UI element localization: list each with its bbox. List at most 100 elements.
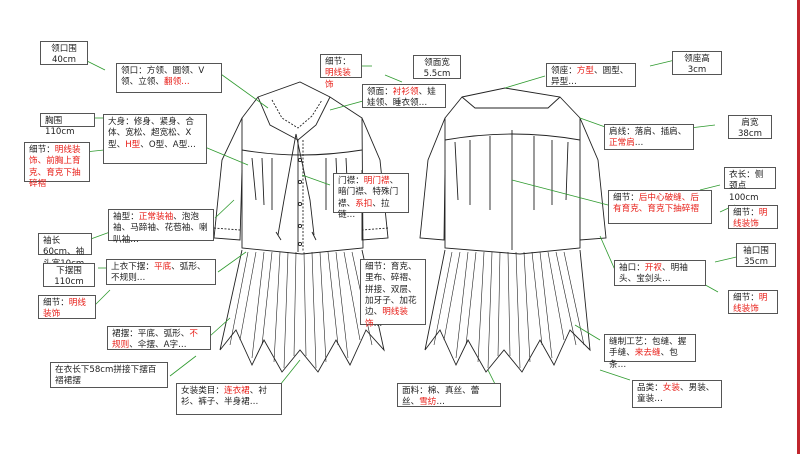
collar-width-text: 领面宽 5.5cm — [423, 58, 451, 80]
label-detail-hem: 细节：明线装饰 — [38, 295, 96, 319]
label-segment: 女装 — [662, 383, 680, 393]
page-edge-bar — [797, 0, 800, 454]
shoulder-w-text: 肩宽 38cm — [737, 118, 763, 140]
label-category: 女装类目：连衣裙、衬衫、裤子、半身裙… — [176, 383, 282, 415]
label-segment: 、拉链… — [338, 198, 390, 221]
label-segment: 肩线：落肩、插肩、 — [609, 127, 687, 137]
label-fabric: 面料：棉、真丝、蕾丝、雪纺… — [397, 383, 501, 407]
label-segment: 细节： — [733, 208, 759, 218]
label-detail-back: 细节：后中心破缝、后有育克、育克下抽碎褶 — [608, 190, 712, 224]
label-segment: 明线装饰 — [733, 208, 768, 230]
label-placket: 门襟：明门襟、暗门襟、特殊门襟、系扣、拉链… — [333, 173, 409, 220]
label-segment: 女装类目： — [181, 386, 224, 396]
label-segment: 细节： — [29, 145, 55, 155]
label-cuff: 袖口：开衩、明袖头、宝剑头… — [614, 260, 706, 286]
label-top-hem: 上衣下摆：平底、弧形、不规则… — [106, 259, 216, 285]
label-segment: … — [634, 138, 644, 149]
label-sewing: 缝制工艺：包缝、握手缝、来去缝、包条… — [604, 334, 696, 370]
label-segment: 连衣裙 — [223, 386, 250, 396]
label-shoulder-line: 肩线：落肩、插肩、正常肩… — [604, 124, 694, 150]
label-style: 品类：女装、男装、童装… — [632, 380, 722, 408]
label-segment: 明门襟 — [363, 176, 390, 186]
label-segment: 不规则 — [112, 329, 198, 351]
label-segment: H型 — [125, 139, 141, 150]
label-segment: 上衣下摆： — [111, 262, 154, 272]
label-collar-types: 领口：方领、圆领、V领、立领、翻领… — [116, 63, 222, 93]
label-segment: 细节： — [325, 57, 351, 67]
label-skirt-note: 在衣长下58cm拼接下摆百褶裙摆 — [50, 362, 168, 388]
label-collar-stand-height: 领座高 3cm — [672, 51, 722, 75]
label-segment: 门襟： — [338, 176, 364, 186]
label-segment: 品类： — [637, 383, 663, 393]
label-segment: 来去缝 — [634, 348, 661, 359]
label-segment: 、泡泡袖、马蹄袖、花苞袖、喇叭袖… — [113, 212, 208, 245]
label-segment: 、弧形、不规则… — [111, 262, 206, 284]
label-segment: 、明袖头、宝剑头… — [619, 263, 688, 285]
label-detail-collar: 细节：明线装饰 — [320, 54, 362, 90]
label-segment: 、O型、A型… — [140, 139, 196, 150]
label-segment: 方型 — [576, 66, 594, 76]
label-segment: 、暗门襟、特殊门襟、 — [338, 176, 399, 209]
label-segment: 明线装饰 — [733, 293, 768, 315]
label-segment: 后中心破缝、后有育克、育克下抽碎褶 — [613, 193, 699, 215]
label-collar-circumference: 领口围 40cm — [40, 41, 88, 65]
label-length: 衣长：侧颈点100cm — [724, 167, 776, 203]
label-sleeve-length: 袖长60cm、袖头宽10cm — [38, 233, 92, 269]
label-segment: 缝制工艺：包缝、握手缝、 — [609, 337, 687, 359]
label-segment: 翻领… — [163, 77, 190, 88]
label-shoulder-width: 肩宽 38cm — [728, 115, 772, 139]
label-segment: 平底 — [153, 262, 172, 272]
label-segment: 袖型： — [113, 212, 139, 222]
label-segment: 领口：方领、圆领、V领、立领、 — [121, 66, 205, 88]
label-sleeve: 袖型：正常装袖、泡泡袖、马蹄袖、花苞袖、喇叭袖… — [108, 209, 214, 245]
label-segment: 明线装饰 — [365, 307, 408, 329]
chest-text: 胸围110cm — [45, 116, 75, 138]
label-cuff-circumference: 袖口围 35cm — [736, 243, 776, 267]
label-segment: 裙摆：平底、弧形、 — [112, 329, 190, 339]
label-hem-circumference: 下摆围 110cm — [43, 263, 95, 287]
label-segment: 正常装袖 — [138, 212, 174, 222]
label-segment: 细节： — [43, 298, 69, 308]
collar-stand-h-text: 领座高 3cm — [684, 54, 710, 76]
label-segment: 、伞摆、A字… — [129, 340, 187, 351]
label-segment: 袖口： — [619, 263, 645, 273]
label-detail-back2: 细节：明线装饰 — [728, 205, 778, 229]
label-segment: … — [373, 318, 383, 329]
cuff-circ-text: 袖口围 35cm — [743, 246, 769, 268]
collar-circ-text: 领口围 40cm — [51, 44, 77, 66]
label-segment: 细节： — [613, 193, 639, 203]
hem-circ-text: 下摆围 110cm — [54, 266, 84, 288]
label-segment: 面料：棉、真丝、蕾丝、 — [402, 386, 480, 408]
label-collar-stand: 领座：方型、圆型、异型… — [546, 63, 636, 87]
label-segment: 细节： — [733, 293, 759, 303]
length-text: 衣长：侧颈点100cm — [729, 170, 764, 203]
label-segment: 衬衫领 — [392, 87, 419, 97]
label-segment: 开衩 — [644, 263, 662, 273]
label-segment: 明线装饰 — [43, 298, 86, 320]
label-segment: 系扣 — [355, 198, 373, 209]
label-segment: 、圆型、异型… — [551, 66, 629, 88]
label-detail-cuff: 细节：明线装饰 — [728, 290, 778, 314]
label-segment: 、包条… — [609, 348, 678, 370]
skirt-note-text: 在衣长下58cm拼接下摆百褶裙摆 — [55, 365, 157, 387]
label-segment: 正常肩 — [609, 138, 635, 149]
label-segment: 细节：育克、里布、碎褶、拼接、双层、加牙子、加花边、 — [365, 262, 417, 318]
label-segment: 、娃娃领、睡衣领… — [367, 87, 436, 109]
label-segment: … — [436, 397, 445, 408]
label-body: 大身：修身、紧身、合体、宽松、超宽松、X型、H型、O型、A型… — [103, 114, 207, 164]
label-detail-left: 细节：明线装饰、前胸上育克、育克下抽碎褶 — [24, 142, 90, 189]
label-collar-face: 领面：衬衫领、娃娃领、睡衣领… — [362, 84, 446, 108]
label-segment: 领面： — [367, 87, 393, 97]
label-segment: 大身：修身、紧身、合体、宽松、超宽松、X型、 — [108, 117, 194, 150]
label-segment: 领座： — [551, 66, 577, 76]
label-detail-mid: 细节：育克、里布、碎褶、拼接、双层、加牙子、加花边、明线装饰… — [360, 259, 426, 329]
label-segment: 雪纺 — [419, 397, 437, 408]
label-segment: 明线装饰、前胸上育克、育克下抽碎褶 — [29, 145, 81, 190]
label-segment: 、男装、童装… — [637, 383, 715, 405]
label-segment: 明线装饰 — [325, 68, 351, 90]
label-skirt-hem: 裙摆：平底、弧形、不规则、伞摆、A字… — [107, 326, 211, 350]
label-chest: 胸围110cm — [40, 113, 95, 137]
label-collar-width: 领面宽 5.5cm — [413, 55, 461, 79]
label-segment: 、衬衫、裤子、半身裙… — [181, 386, 267, 408]
